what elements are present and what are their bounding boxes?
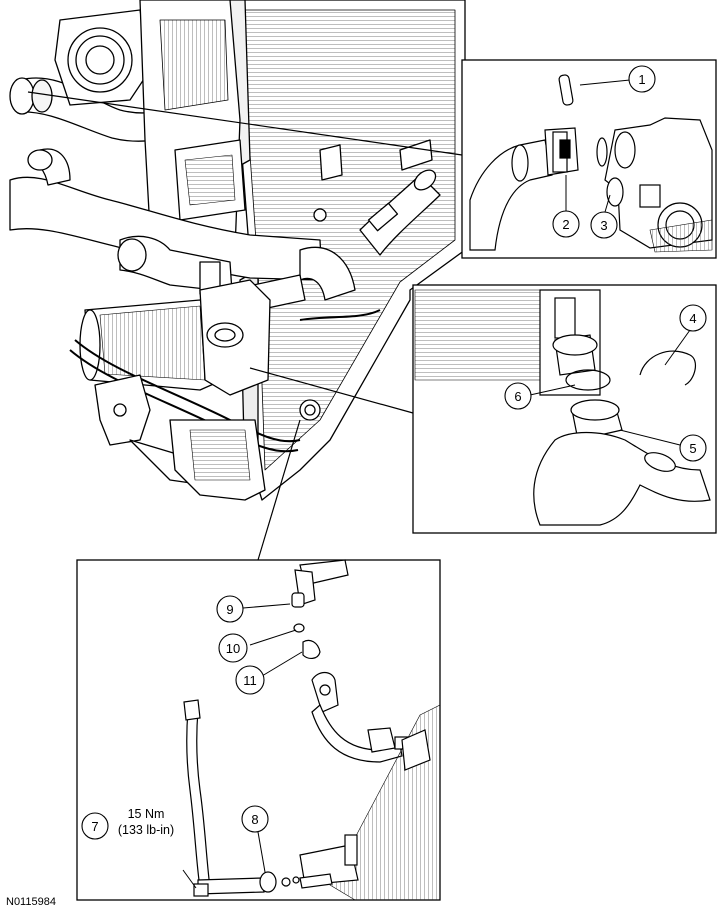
torque-specification: 15 Nm (133 lb-in) (118, 807, 174, 837)
radiator-inlet-hose (299, 169, 441, 301)
leader-line (249, 367, 414, 414)
callout-10: 10 (218, 633, 248, 663)
callout-number: 11 (243, 673, 257, 688)
leader-line (27, 91, 463, 156)
callout-number: 2 (562, 217, 569, 232)
bolt (313, 208, 327, 222)
torque-imperial: (133 lb-in) (118, 823, 174, 837)
engine-front (139, 0, 246, 271)
callout-number: 9 (226, 602, 233, 617)
callout-number: 3 (600, 218, 607, 233)
callout-11: 11 (235, 665, 265, 695)
lower-shroud (169, 399, 321, 501)
callout-4: 4 (679, 304, 707, 332)
torque-value: 15 Nm (128, 807, 165, 821)
figure-id: N0115984 (6, 896, 56, 908)
callout-3: 3 (590, 211, 618, 239)
callout-number: 1 (638, 72, 645, 87)
callout-9: 9 (216, 595, 244, 623)
callout-2: 2 (552, 210, 580, 238)
callout-number: 5 (689, 441, 696, 456)
callout-1: 1 (628, 65, 656, 93)
main-assembly-view (9, 0, 466, 501)
detail-box-upper-hose-connection (27, 59, 717, 259)
callout-5: 5 (679, 434, 707, 462)
leader-line (257, 419, 301, 561)
callout-number: 4 (689, 311, 696, 326)
callout-number: 10 (226, 641, 240, 656)
callout-6: 6 (504, 382, 532, 410)
callout-8: 8 (241, 805, 269, 833)
detail-box-transmission-line (76, 419, 441, 901)
oil-cooler-assembly (79, 279, 271, 396)
callout-number: 8 (251, 812, 258, 827)
callout-7: 7 (81, 812, 109, 840)
callout-number: 6 (514, 389, 521, 404)
detail-box-lower-hose-connection (249, 284, 717, 534)
radiator-bracket (319, 144, 343, 181)
callout-number: 7 (91, 819, 98, 834)
